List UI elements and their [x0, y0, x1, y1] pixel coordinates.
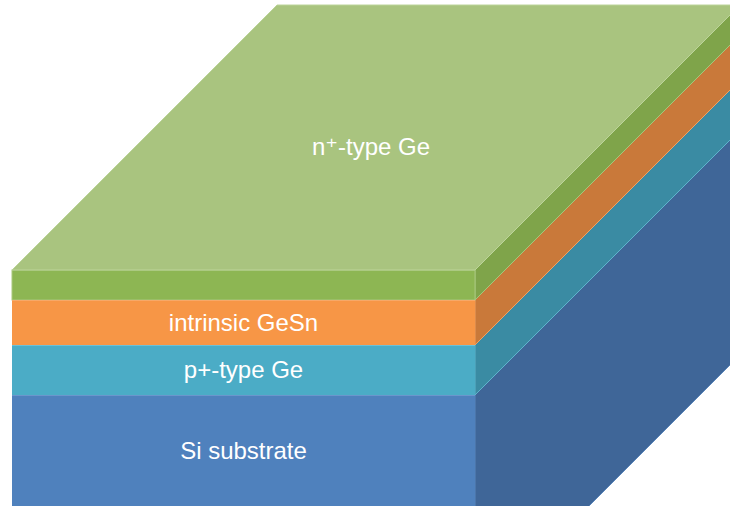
n-layer-front-face	[12, 270, 475, 300]
top-face-shape	[12, 5, 730, 270]
layer-band: n⁺-type Ge	[12, 5, 730, 270]
layer-label: n⁺-type Ge	[312, 134, 430, 160]
layer-label: intrinsic GeSn	[169, 310, 318, 336]
layer-label: p+-type Ge	[184, 357, 303, 383]
layer-band: intrinsic GeSn	[12, 300, 475, 345]
layer-label: Si substrate	[180, 438, 307, 464]
layer-band: p+-type Ge	[12, 345, 475, 395]
layer-band: Si substrate	[12, 395, 475, 506]
